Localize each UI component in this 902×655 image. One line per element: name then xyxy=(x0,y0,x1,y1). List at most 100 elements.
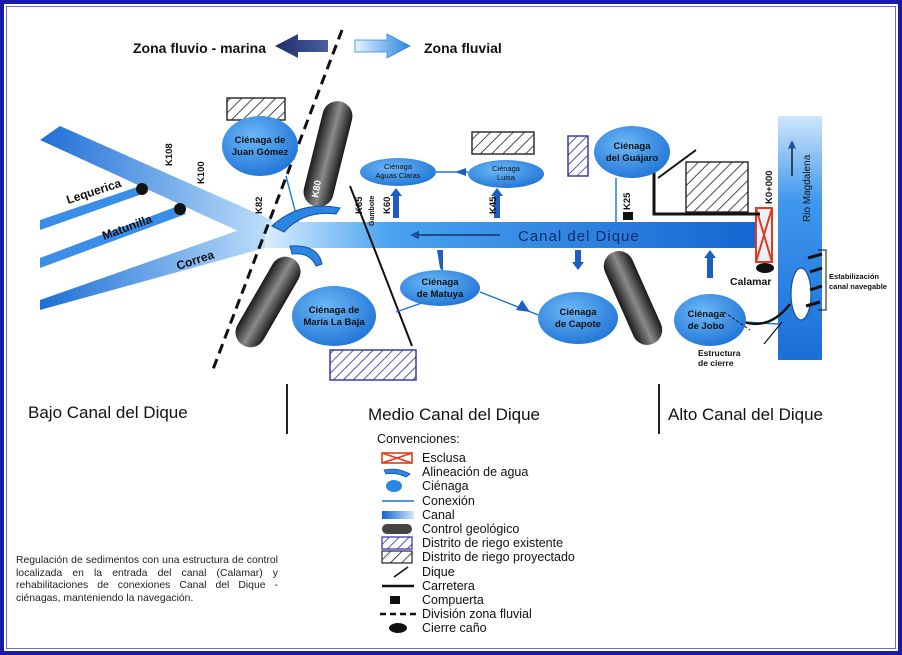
control-capote xyxy=(603,251,663,345)
cienaga-capote-line2: de Capote xyxy=(555,319,601,330)
geologic-controls xyxy=(235,101,663,348)
branch-matunilla xyxy=(40,206,186,268)
legend-label: Canal xyxy=(422,507,455,522)
canal-main xyxy=(265,222,760,248)
riego-proyectado-3 xyxy=(685,161,749,213)
cienaga-juan-gomez-line2: Juan Gómez xyxy=(232,147,289,158)
branch-lequerica xyxy=(40,186,148,230)
cienaga-matuya xyxy=(400,270,480,306)
fluvial-label: Zona fluvial xyxy=(424,40,502,56)
km-k80: K80 xyxy=(310,179,324,198)
cienaga-jobo-line2: de Jobo xyxy=(688,321,725,332)
legend-item-compuerta: Compuerta xyxy=(380,593,484,607)
cienaga-maria-la-baja-line2: María La Baja xyxy=(303,317,365,328)
control-maria-la-baja xyxy=(235,256,301,348)
cienagas: Ciénaga de Juan Gómez Ciénaga Aguas Clar… xyxy=(222,116,751,346)
cienaga-maria-la-baja-line1: Ciénaga de xyxy=(309,305,360,316)
section-alto: Alto Canal del Dique xyxy=(668,405,823,424)
km-gambote: Gambote xyxy=(369,196,376,226)
riego-existente-icon xyxy=(380,536,416,550)
control-k80 xyxy=(303,101,353,207)
dique-guajaro xyxy=(657,149,697,179)
section-bajo: Bajo Canal del Dique xyxy=(28,403,188,422)
cienaga-aguas-claras-line2: Aguas Claras xyxy=(375,171,420,180)
legend-label: Esclusa xyxy=(422,451,466,465)
cienaga-luisa xyxy=(468,160,544,188)
irrigation-districts xyxy=(226,97,749,381)
estructura-label-1: Estructura xyxy=(698,348,741,358)
km-k100: K100 xyxy=(196,161,207,184)
riego-existente-1 xyxy=(567,135,589,177)
header-zone-arrows: Zona fluvio - marina Zona fluvial xyxy=(133,33,502,59)
cienaga-aguas-claras-line1: Ciénaga xyxy=(384,162,413,171)
estructura-label-2: de cierre xyxy=(698,358,734,368)
legend-label: Compuerta xyxy=(422,593,484,607)
fluvial-arrow xyxy=(354,33,411,59)
cienaga-maria-la-baja xyxy=(292,286,376,346)
riego-existente-2 xyxy=(329,349,417,381)
cienaga-guajaro xyxy=(594,126,670,178)
legend-item-riego-proyectado: Distrito de riego proyectado xyxy=(380,550,575,564)
cienaga-jobo-line1: Ciénaga xyxy=(688,309,726,320)
km-labels: K108 K100 K82 K80 K65 Gambote K60 K45 K2… xyxy=(164,143,775,226)
cienaga-capote-line1: Ciénaga xyxy=(560,307,598,318)
calamar-closure xyxy=(756,263,774,273)
cienaga-luisa-line2: Luisa xyxy=(497,173,516,182)
river-label: Rio Magdalena xyxy=(802,154,813,222)
dique-gambote xyxy=(349,185,413,347)
branch-correa xyxy=(40,222,272,310)
carretera-icon xyxy=(380,579,416,593)
km-k82: K82 xyxy=(254,197,265,214)
legend-item-cierre: Cierre caño xyxy=(380,621,487,635)
canal-label: Canal del Dique xyxy=(518,228,640,245)
compuerta-k25 xyxy=(623,212,633,220)
alineacion-icon xyxy=(380,465,416,479)
estabilizacion-bracket xyxy=(818,249,827,311)
matunilla-node xyxy=(174,203,186,215)
branch-upper xyxy=(40,126,272,242)
legend-item-control: Control geológico xyxy=(380,522,519,536)
riego-proyectado-icon xyxy=(380,550,416,564)
cienaga-guajaro-line1: Ciénaga xyxy=(614,141,652,152)
legend-item-conexion: Conexión xyxy=(380,494,475,508)
cienaga-aguas-claras xyxy=(360,158,436,186)
conexion-icon xyxy=(380,494,416,508)
legend-item-division: División zona fluvial xyxy=(380,607,532,621)
km-k0: K0+000 xyxy=(764,170,775,204)
division-zona-fluvial xyxy=(210,29,344,373)
carretera xyxy=(652,172,760,216)
cienaga-capote xyxy=(538,292,618,344)
note-text: Regulación de sedimentos con una estruct… xyxy=(16,555,278,604)
esclusa-calamar xyxy=(755,207,773,263)
legend-item-dique: Dique xyxy=(380,565,455,579)
legend-label: Conexión xyxy=(422,493,475,508)
km-k65: K65 xyxy=(354,196,365,214)
legend-label: Distrito de riego proyectado xyxy=(422,550,575,565)
km-k108: K108 xyxy=(164,143,175,166)
section-medio: Medio Canal del Dique xyxy=(368,405,540,424)
legend-label: Control geológico xyxy=(422,522,520,536)
connection-arrows xyxy=(390,168,716,312)
legend-label: Carretera xyxy=(422,578,475,593)
canal-icon xyxy=(380,508,416,522)
estructura-cierre-pointer xyxy=(763,321,783,345)
fluvio-marina-label: Zona fluvio - marina xyxy=(133,40,266,56)
legend-item-esclusa: Esclusa xyxy=(380,451,466,465)
legend-label: Dique xyxy=(422,564,455,579)
cienaga-matuya-line1: Ciénaga xyxy=(422,277,460,288)
cienaga-guajaro-line2: del Guájaro xyxy=(606,153,658,164)
riego-proyectado-2 xyxy=(471,131,535,155)
jobo-dashed-link xyxy=(723,311,751,331)
legend-item-alineacion: Alineación de agua xyxy=(380,465,528,479)
division-icon xyxy=(380,607,416,621)
fluvio-marina-arrow xyxy=(275,34,328,58)
estabilizacion-label-2: canal navegable xyxy=(829,282,887,291)
cienaga-juan-gomez-line1: Ciénaga de xyxy=(235,135,286,146)
divider-medio-alto xyxy=(658,384,660,434)
legend-label: Distrito de riego existente xyxy=(422,536,564,551)
compuerta-icon xyxy=(380,593,416,607)
cienaga-jobo xyxy=(674,294,746,346)
km-k25: K25 xyxy=(622,192,633,210)
